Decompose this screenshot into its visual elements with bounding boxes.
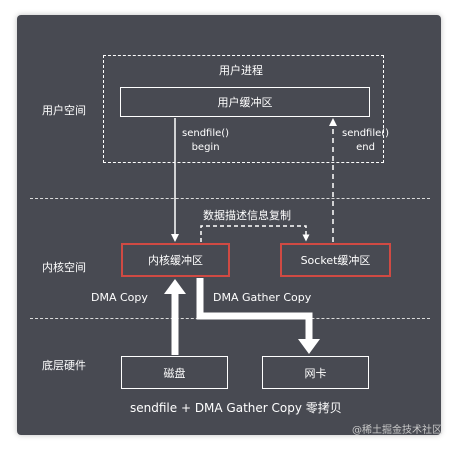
sendfile-begin-line1: sendfile() [182, 128, 230, 139]
sendfile-end-line2: end [356, 142, 375, 153]
dma-gather-copy-label: DMA Gather Copy [213, 291, 312, 304]
dma-copy-label: DMA Copy [91, 291, 148, 304]
hardware-label: 底层硬件 [42, 359, 86, 372]
descriptor-copy-arrow [200, 225, 310, 242]
sendfile-begin-line2: begin [191, 142, 220, 153]
disk-box: 磁盘 [121, 356, 228, 389]
user-process-label: 用户进程 [219, 64, 263, 77]
kernel-space-label: 内核空间 [42, 261, 86, 274]
descriptor-copy-label: 数据描述信息复制 [203, 209, 291, 222]
socket-buffer-box: Socket缓冲区 [280, 243, 391, 277]
sendfile-end-label: sendfile() end [342, 127, 389, 155]
diagram-caption: sendfile + DMA Gather Copy 零拷贝 [130, 401, 342, 415]
watermark: @稀土掘金技术社区 [352, 425, 442, 436]
sendfile-begin-label: sendfile() begin [182, 127, 229, 155]
dma-copy-arrowhead [164, 279, 186, 294]
sendfile-end-line1: sendfile() [342, 128, 390, 139]
diagram-frame [17, 15, 441, 435]
nic-box: 网卡 [262, 356, 369, 389]
user-kernel-divider [30, 198, 430, 199]
dma-gather-copy-arrow [196, 278, 313, 340]
user-process-region [103, 55, 384, 163]
kernel-buffer-box: 内核缓冲区 [121, 243, 230, 277]
user-space-label: 用户空间 [42, 104, 86, 117]
user-buffer-box: 用户缓冲区 [120, 87, 370, 117]
dma-gather-copy-arrowhead [298, 339, 320, 354]
